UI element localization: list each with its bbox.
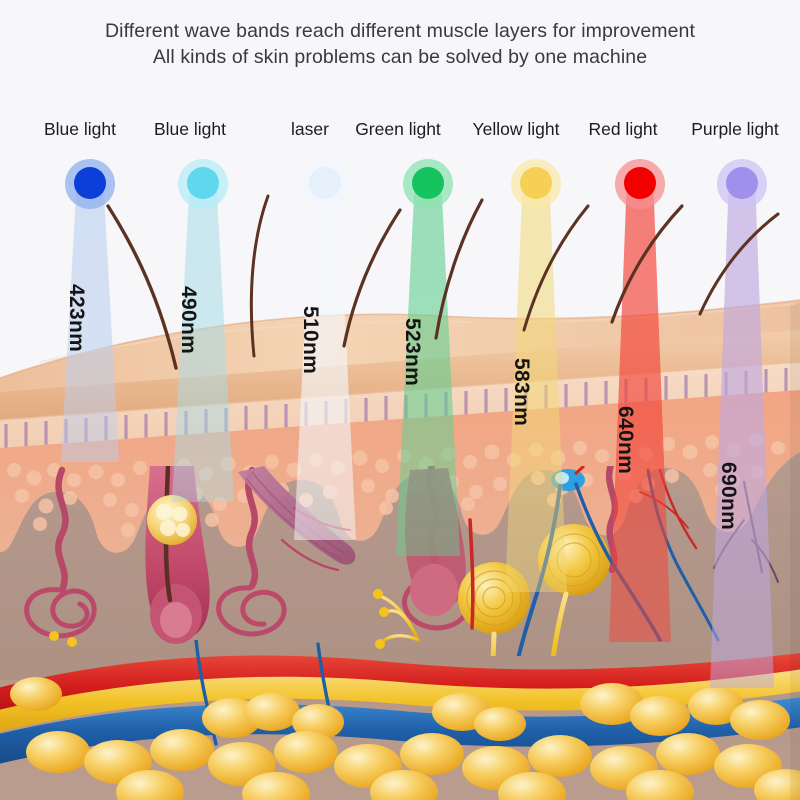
beam-blue-490 bbox=[172, 159, 234, 502]
hair-strand bbox=[522, 204, 590, 332]
beam-label-row: Blue light Blue light laser Green light Yell… bbox=[0, 119, 800, 145]
beam-label-510nm: laser bbox=[291, 119, 329, 139]
beam-laser-510-cone bbox=[294, 176, 356, 540]
wavelength-label-523nm: 523nm bbox=[401, 318, 424, 387]
hair-follicle bbox=[145, 466, 210, 644]
sebaceous-gland bbox=[147, 495, 197, 545]
beam-yellow-583-cone bbox=[505, 176, 567, 592]
wavelength-label-583nm: 583nm bbox=[510, 358, 533, 427]
beam-blue-423 bbox=[61, 159, 119, 462]
hair-strand bbox=[342, 208, 402, 348]
beam-red-640-emitter[interactable] bbox=[624, 167, 656, 199]
hair-strand bbox=[434, 198, 484, 340]
headline-line-1: Different wave bands reach different mus… bbox=[104, 20, 696, 42]
beam-blue-490-emitter[interactable] bbox=[187, 167, 219, 199]
beam-label-423nm: Blue light bbox=[44, 119, 116, 139]
beam-purple-690-emitter[interactable] bbox=[726, 167, 758, 199]
nerve-main bbox=[0, 669, 800, 732]
wavelength-label-510nm: 510nm bbox=[299, 306, 322, 375]
beam-blue-423-emitter[interactable] bbox=[74, 167, 106, 199]
wavelength-label-640nm: 640nm bbox=[614, 406, 637, 475]
beam-label-523nm: Green light bbox=[355, 119, 441, 139]
free-nerve-endings bbox=[378, 594, 420, 644]
beam-laser-510-emitter[interactable] bbox=[309, 167, 341, 199]
beam-blue-490-cone bbox=[172, 176, 234, 502]
beam-laser-510 bbox=[294, 159, 356, 540]
wavelength-label-423nm: 423nm bbox=[65, 284, 88, 353]
wavelength-label-690nm: 690nm bbox=[717, 462, 740, 531]
hair-strand bbox=[698, 212, 780, 316]
beam-yellow-583 bbox=[505, 159, 567, 592]
beam-yellow-583-emitter[interactable] bbox=[520, 167, 552, 199]
beam-green-523 bbox=[396, 159, 460, 556]
slab-side-shading bbox=[790, 302, 800, 800]
hypodermis-structures bbox=[0, 640, 800, 800]
headline-line-2: All kinds of skin problems can be solved… bbox=[152, 46, 648, 68]
vein-main bbox=[0, 697, 800, 764]
headline: Different wave bands reach different mus… bbox=[0, 18, 800, 70]
beam-green-523-emitter[interactable] bbox=[412, 167, 444, 199]
beam-label-490nm: Blue light bbox=[154, 119, 226, 139]
beam-label-640nm: Red light bbox=[588, 119, 658, 139]
beam-purple-690 bbox=[710, 159, 774, 688]
beam-blue-423-cone bbox=[61, 176, 119, 462]
fat-lobules bbox=[10, 677, 800, 800]
wavelength-label-490nm: 490nm bbox=[177, 286, 200, 355]
hair-strand bbox=[106, 204, 178, 370]
hair-strand bbox=[610, 204, 684, 324]
hair-strand bbox=[249, 194, 270, 358]
beam-green-523-cone bbox=[396, 176, 460, 556]
beam-label-583nm: Yellow light bbox=[472, 119, 560, 139]
beam-purple-690-cone bbox=[710, 176, 774, 688]
beam-label-690nm: Purple light bbox=[691, 119, 779, 139]
